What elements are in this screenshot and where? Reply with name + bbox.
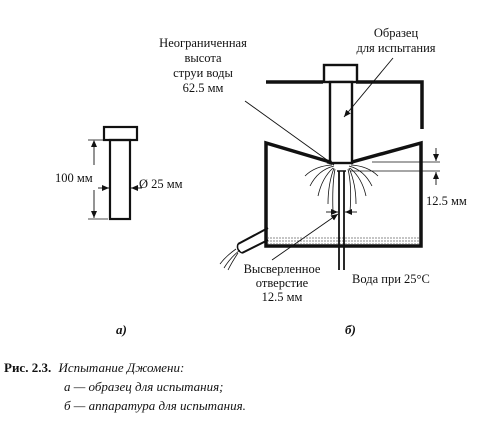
- caption-title: Испытание Джомени:: [57, 360, 184, 375]
- height-dimension: [88, 139, 108, 220]
- height-label: 100 мм: [55, 171, 93, 185]
- specimen-line1: Образец: [374, 26, 419, 40]
- diameter-label: Ø 25 мм: [139, 177, 183, 191]
- caption-number: Рис. 2.3.: [4, 360, 51, 375]
- upper-frame: [266, 80, 424, 129]
- specimen-a: [102, 125, 139, 221]
- gap-dimension: [350, 148, 440, 185]
- gap-label: 12.5 мм: [426, 194, 467, 208]
- svg-text:Рис. 2.3. Испытание Джом: Рис. 2.3. Испытание Джомени:: [4, 360, 184, 375]
- water-temp-label: Вода при 25°C: [352, 272, 430, 286]
- specimen-rod: [108, 138, 132, 221]
- hole-line2: отверстие: [256, 276, 309, 290]
- specimen-cap: [102, 125, 139, 142]
- holder-cap: [322, 63, 359, 84]
- subfigure-a-label: а): [116, 322, 127, 337]
- figure-caption: Рис. 2.3. Испытание Джомени: а — образец…: [4, 360, 246, 413]
- hole-line1: Высверленное: [244, 262, 321, 276]
- specimen-line2: для испытания: [356, 41, 435, 55]
- jet-height-line1: Неограниченная: [159, 36, 247, 50]
- jet-height-line3: струи воды: [173, 66, 233, 80]
- specimen-rod-b: [328, 80, 354, 165]
- water-spray: [304, 164, 379, 213]
- subfigure-b-label: б): [345, 322, 356, 337]
- jet-height-leader: [244, 100, 335, 166]
- hole-line3: 12.5 мм: [262, 290, 303, 304]
- hole-leader: [271, 213, 339, 261]
- drain-pipe: [219, 227, 269, 271]
- jet-height-line4: 62.5 мм: [183, 81, 224, 95]
- specimen-leader: [343, 57, 394, 118]
- jet-height-line2: высота: [184, 51, 222, 65]
- water-nozzle: [337, 170, 346, 270]
- caption-item-b: б — аппаратура для испытания.: [64, 398, 246, 413]
- caption-item-a: а — образец для испытания;: [64, 379, 224, 394]
